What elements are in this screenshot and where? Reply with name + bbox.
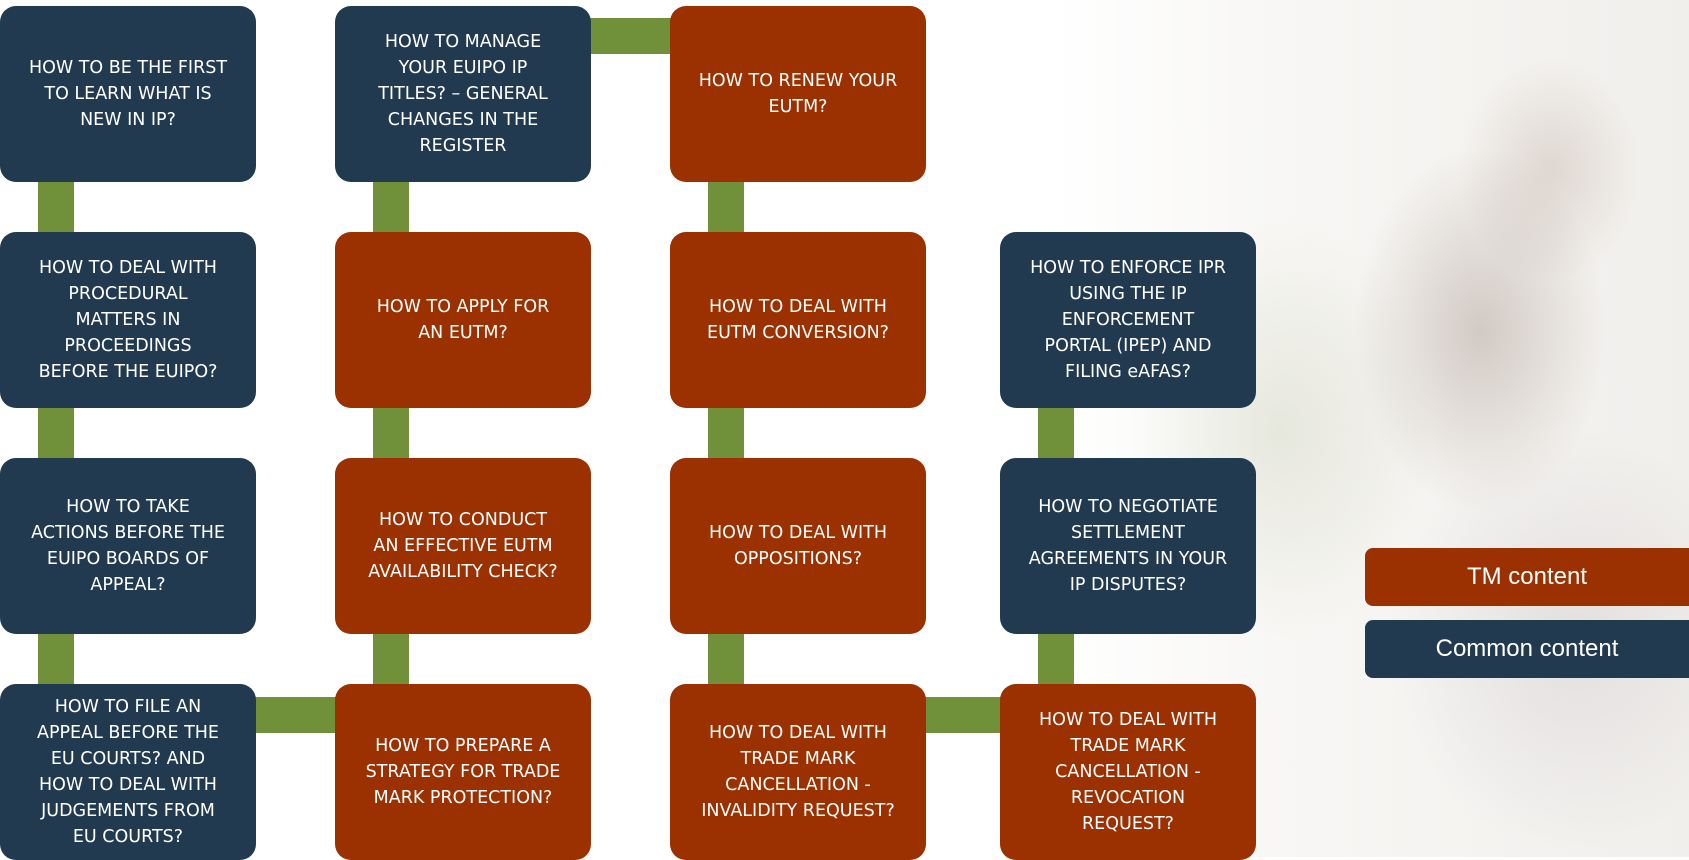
connector	[373, 406, 409, 460]
connector	[708, 632, 744, 686]
topic-box-eu-courts-appeal[interactable]: HOW TO FILE AN APPEAL BEFORE THE EU COUR…	[0, 684, 256, 860]
topic-box-revocation-request[interactable]: HOW TO DEAL WITH TRADE MARK CANCELLATION…	[1000, 684, 1256, 860]
connector	[1038, 632, 1074, 686]
connector	[708, 406, 744, 460]
topic-box-trade-mark-strategy[interactable]: HOW TO PREPARE A STRATEGY FOR TRADE MARK…	[335, 684, 591, 860]
topic-box-manage-ip-titles[interactable]: HOW TO MANAGE YOUR EUIPO IP TITLES? – GE…	[335, 6, 591, 182]
connector	[373, 180, 409, 234]
legend-common-label: Common content	[1435, 635, 1619, 662]
topic-box-renew-eutm[interactable]: HOW TO RENEW YOUR EUTM?	[670, 6, 926, 182]
topic-box-boards-of-appeal[interactable]: HOW TO TAKE ACTIONS BEFORE THE EUIPO BOA…	[0, 458, 256, 634]
topic-box-eutm-conversion[interactable]: HOW TO DEAL WITH EUTM CONVERSION?	[670, 232, 926, 408]
connector	[38, 180, 74, 234]
topic-box-availability-check[interactable]: HOW TO CONDUCT AN EFFECTIVE EUTM AVAILAB…	[335, 458, 591, 634]
connector	[38, 632, 74, 686]
legend-tm-content: TM content	[1365, 548, 1689, 606]
connector	[1038, 406, 1074, 460]
topic-box-oppositions[interactable]: HOW TO DEAL WITH OPPOSITIONS?	[670, 458, 926, 634]
connector	[589, 18, 673, 54]
topic-box-apply-eutm[interactable]: HOW TO APPLY FOR AN EUTM?	[335, 232, 591, 408]
topic-box-procedural-matters[interactable]: HOW TO DEAL WITH PROCEDURAL MATTERS IN P…	[0, 232, 256, 408]
topic-box-invalidity-request[interactable]: HOW TO DEAL WITH TRADE MARK CANCELLATION…	[670, 684, 926, 860]
connector	[38, 406, 74, 460]
connector	[254, 697, 338, 733]
legend-tm-label: TM content	[1466, 563, 1588, 590]
connector	[373, 632, 409, 686]
connector	[708, 180, 744, 234]
connector	[924, 697, 1008, 733]
topic-box-settlement-agreements[interactable]: HOW TO NEGOTIATE SETTLEMENT AGREEMENTS I…	[1000, 458, 1256, 634]
topic-box-first-to-learn[interactable]: HOW TO BE THE FIRST TO LEARN WHAT IS NEW…	[0, 6, 256, 182]
topic-box-enforce-ipr[interactable]: HOW TO ENFORCE IPR USING THE IP ENFORCEM…	[1000, 232, 1256, 408]
legend-common-content: Common content	[1365, 620, 1689, 678]
